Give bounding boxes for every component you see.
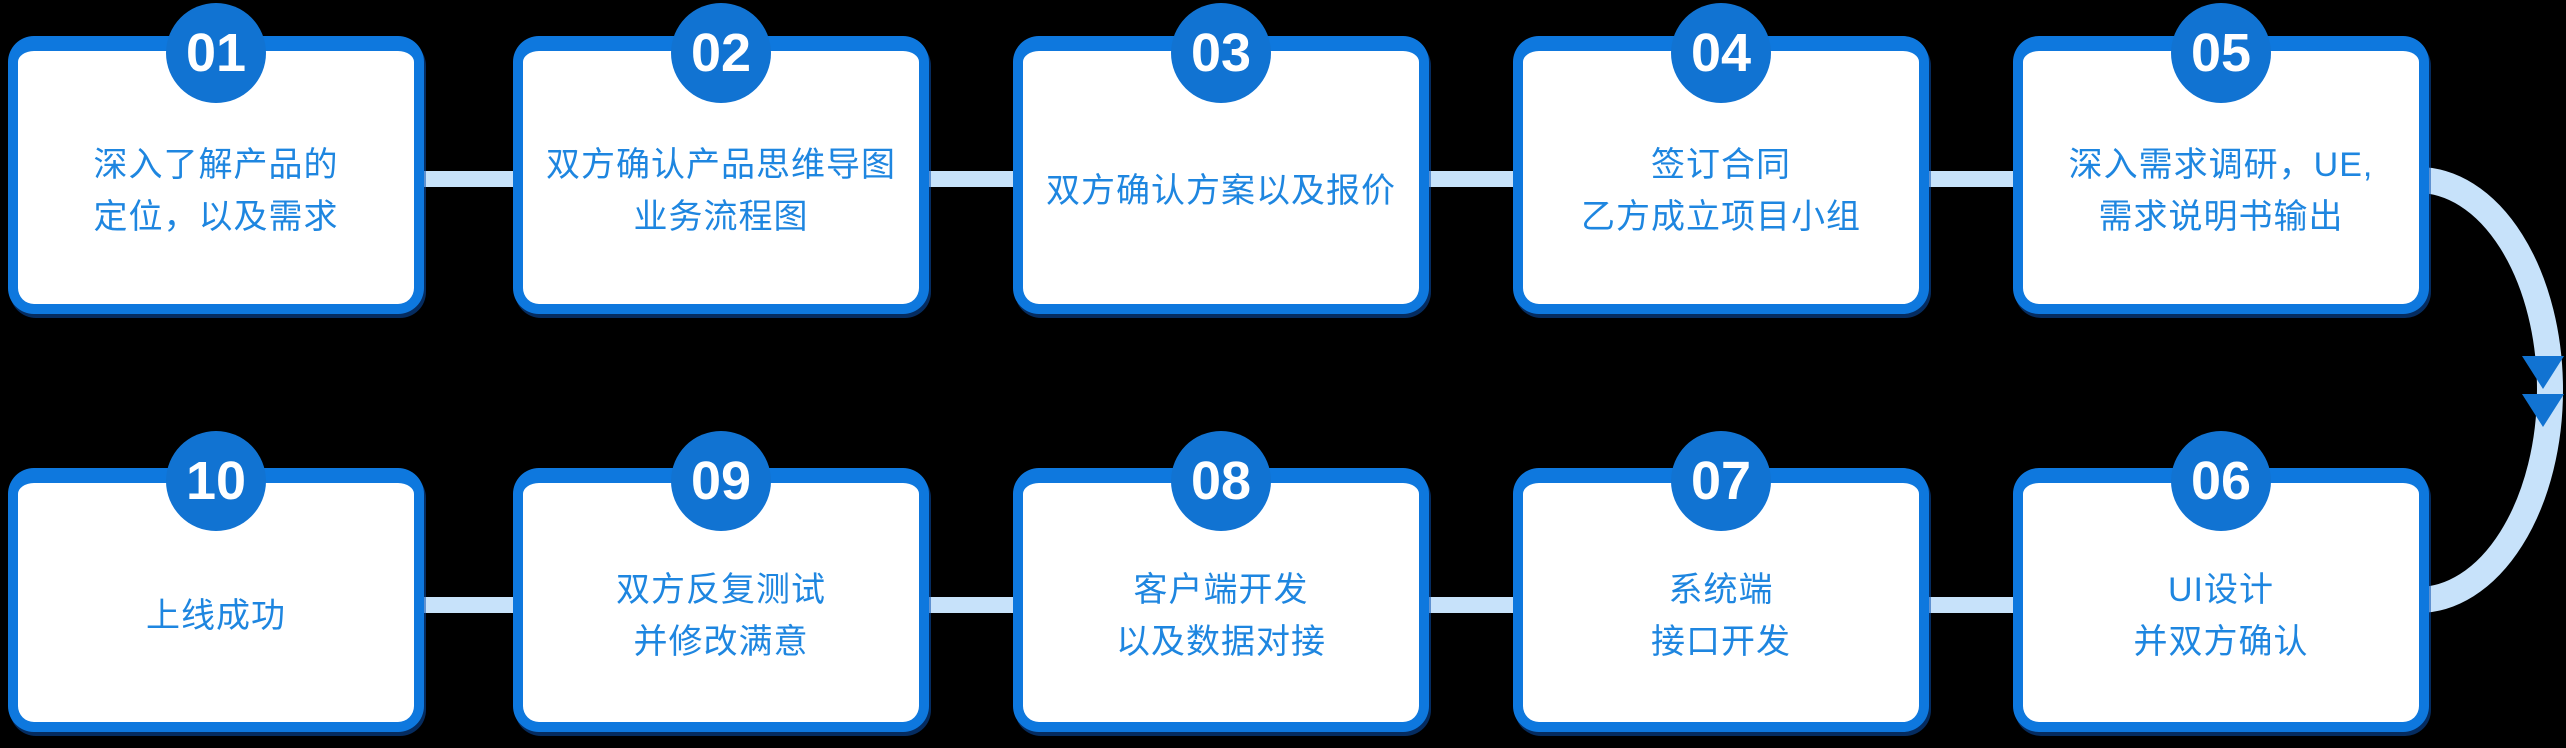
step-text: 系统端 接口开发 <box>1651 564 1791 668</box>
step-number: 09 <box>690 451 752 511</box>
step-text: UI设计 并双方确认 <box>2134 564 2309 668</box>
step-card-02: 02 双方确认产品思维导图 业务流程图 <box>513 3 929 314</box>
step-badge-08: 08 <box>1171 431 1271 531</box>
step-text: 双方确认方案以及报价 <box>1046 165 1396 217</box>
connector-bar <box>1927 597 2017 613</box>
step-text-line: 并修改满意 <box>633 622 809 661</box>
step-badge-03: 03 <box>1171 3 1271 103</box>
connector-bar <box>927 171 1017 187</box>
connector-bar <box>422 597 517 613</box>
step-badge-07: 07 <box>1671 431 1771 531</box>
step-text: 客户端开发 以及数据对接 <box>1116 564 1326 668</box>
step-number: 05 <box>2190 23 2252 83</box>
step-number: 04 <box>1690 23 1752 83</box>
connector-bar <box>1427 171 1517 187</box>
arrow-down-icon <box>2522 394 2564 427</box>
step-badge-04: 04 <box>1671 3 1771 103</box>
step-number: 02 <box>690 23 752 83</box>
step-text-line: 以及数据对接 <box>1116 622 1326 661</box>
step-badge-06: 06 <box>2171 431 2271 531</box>
step-card-09: 09 双方反复测试 并修改满意 <box>513 431 929 732</box>
connector-arc <box>2417 167 2563 613</box>
step-number: 03 <box>1190 23 1252 83</box>
step-text-line: 客户端开发 <box>1133 570 1309 609</box>
step-number: 01 <box>185 23 247 83</box>
step-text-line: 乙方成立项目小组 <box>1581 197 1861 236</box>
connector-bar <box>1927 171 2017 187</box>
step-number: 08 <box>1190 451 1252 511</box>
step-text: 双方反复测试 并修改满意 <box>616 564 826 668</box>
step-badge-02: 02 <box>671 3 771 103</box>
step-card-05: 05 深入需求调研，UE, 需求说明书输出 <box>2013 3 2429 314</box>
step-text-line: 深入了解产品的 <box>93 145 339 184</box>
arrow-down-icon <box>2522 356 2564 389</box>
connector-bar <box>422 171 517 187</box>
step-text-line: 并双方确认 <box>2133 622 2309 661</box>
step-text: 双方确认产品思维导图 业务流程图 <box>546 139 896 243</box>
step-card-10: 10 上线成功 <box>8 431 424 732</box>
step-text-line: 上线成功 <box>146 596 286 635</box>
step-text-line: 双方确认产品思维导图 <box>546 145 896 184</box>
step-text-line: 双方确认方案以及报价 <box>1046 171 1396 210</box>
step-text: 深入需求调研，UE, 需求说明书输出 <box>2069 139 2374 243</box>
step-card-03: 03 双方确认方案以及报价 <box>1013 3 1429 314</box>
step-card-06: 06 UI设计 并双方确认 <box>2013 431 2429 732</box>
step-number: 10 <box>185 451 247 511</box>
step-card-04: 04 签订合同 乙方成立项目小组 <box>1513 3 1929 314</box>
step-text-line: 系统端 <box>1668 570 1774 609</box>
step-text-line: 双方反复测试 <box>616 570 826 609</box>
step-text-line: 需求说明书输出 <box>2098 197 2344 236</box>
step-text: 深入了解产品的 定位，以及需求 <box>94 139 339 243</box>
step-card-08: 08 客户端开发 以及数据对接 <box>1013 431 1429 732</box>
step-badge-10: 10 <box>166 431 266 531</box>
step-number: 07 <box>1690 451 1752 511</box>
step-card-07: 07 系统端 接口开发 <box>1513 431 1929 732</box>
step-card-01: 01 深入了解产品的 定位，以及需求 <box>8 3 424 314</box>
step-badge-05: 05 <box>2171 3 2271 103</box>
step-badge-01: 01 <box>166 3 266 103</box>
step-text-line: 业务流程图 <box>633 197 809 236</box>
step-text-line: 签订合同 <box>1651 145 1791 184</box>
step-badge-09: 09 <box>671 431 771 531</box>
step-text-line: 接口开发 <box>1651 622 1791 661</box>
step-text-line: UI设计 <box>2168 570 2274 609</box>
step-text-line: 定位，以及需求 <box>93 197 339 236</box>
step-text-line: 深入需求调研，UE, <box>2068 145 2374 184</box>
step-number: 06 <box>2190 451 2252 511</box>
connector-bar <box>927 597 1017 613</box>
step-text: 上线成功 <box>146 590 286 642</box>
connector-bar <box>1427 597 1517 613</box>
step-text: 签订合同 乙方成立项目小组 <box>1581 139 1861 243</box>
